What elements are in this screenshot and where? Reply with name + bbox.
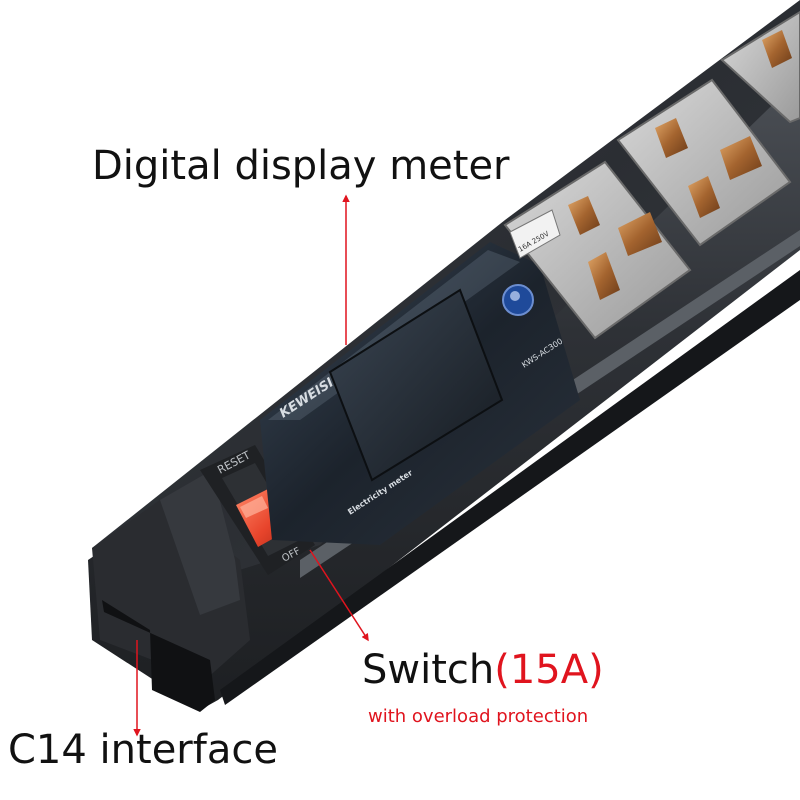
c14-cap-face — [160, 470, 240, 615]
meter-lcd-screen — [328, 288, 504, 482]
socket-1-rating-label — [509, 209, 561, 259]
meter-button-glint — [510, 291, 520, 301]
label-overload-protection: with overload protection — [368, 706, 589, 727]
socket-1-pin-left — [568, 196, 600, 235]
socket-3-pin — [762, 30, 792, 68]
label-digital-display-meter: Digital display meter — [92, 143, 510, 189]
strip-side-shadow — [220, 270, 800, 705]
socket-2-pin-right — [720, 136, 762, 180]
socket-2-pin-earth — [688, 176, 720, 218]
rocker-highlight — [240, 496, 268, 518]
socket-1-plate — [503, 160, 692, 340]
label-switch: Switch(15A) — [362, 647, 604, 693]
label-switch-rating: (15A) — [494, 647, 604, 693]
socket-2-pin-left — [655, 118, 688, 158]
socket-1-pin-right — [618, 212, 662, 256]
socket-2-plate — [616, 78, 792, 247]
label-c14-interface: C14 interface — [8, 727, 278, 773]
socket-1-pin-earth — [588, 252, 620, 300]
arrow-switch — [309, 549, 369, 642]
c14-inlet-recess — [102, 600, 215, 712]
label-switch-text: Switch — [362, 647, 495, 693]
